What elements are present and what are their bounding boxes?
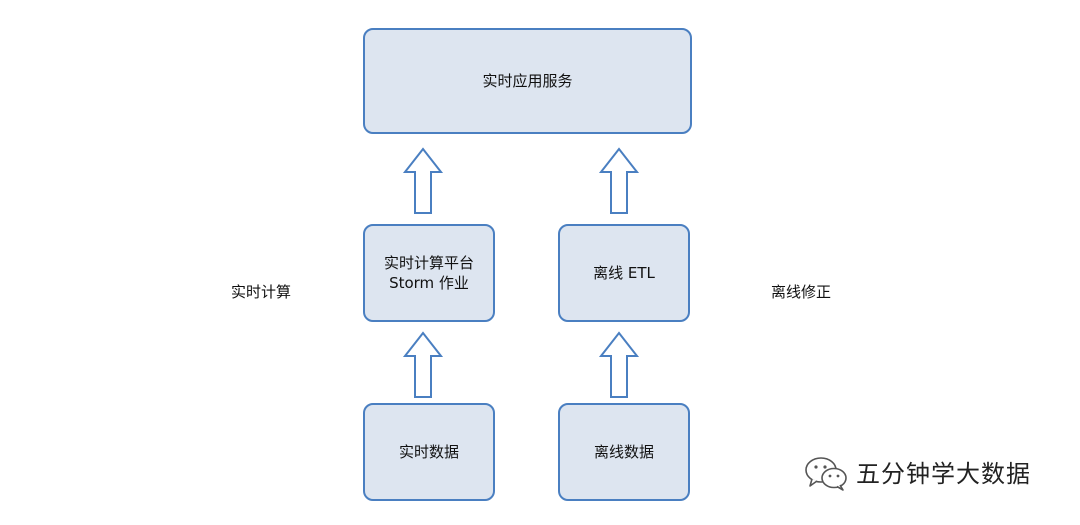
wechat-icon: [805, 457, 847, 491]
storm-job-label: Storm 作业: [389, 274, 469, 292]
realtime-data-label: 实时数据: [398, 443, 459, 461]
offline-data-box: 离线数据: [558, 403, 690, 501]
realtime-compute-side-label: 实时计算: [231, 283, 292, 301]
realtime-data-box: 实时数据: [363, 403, 495, 501]
arrow-realtime-data-to-compute: [402, 331, 444, 398]
arrow-etl-to-service: [598, 147, 640, 214]
arrow-offline-data-to-etl: [598, 331, 640, 398]
realtime-compute-platform-box: 实时计算平台 Storm 作业: [363, 224, 495, 322]
realtime-app-service-box: 实时应用服务: [363, 28, 692, 134]
realtime-app-service-label: 实时应用服务: [482, 72, 573, 90]
offline-data-label: 离线数据: [593, 443, 654, 461]
offline-etl-box: 离线 ETL: [558, 224, 690, 322]
realtime-compute-platform-label: 实时计算平台: [383, 254, 474, 272]
offline-correction-side-label: 离线修正: [771, 283, 832, 301]
offline-etl-label: 离线 ETL: [593, 264, 655, 282]
watermark-text: 五分钟学大数据: [856, 460, 1031, 488]
arrow-compute-to-service: [402, 147, 444, 214]
watermark: 五分钟学大数据: [804, 456, 1031, 492]
